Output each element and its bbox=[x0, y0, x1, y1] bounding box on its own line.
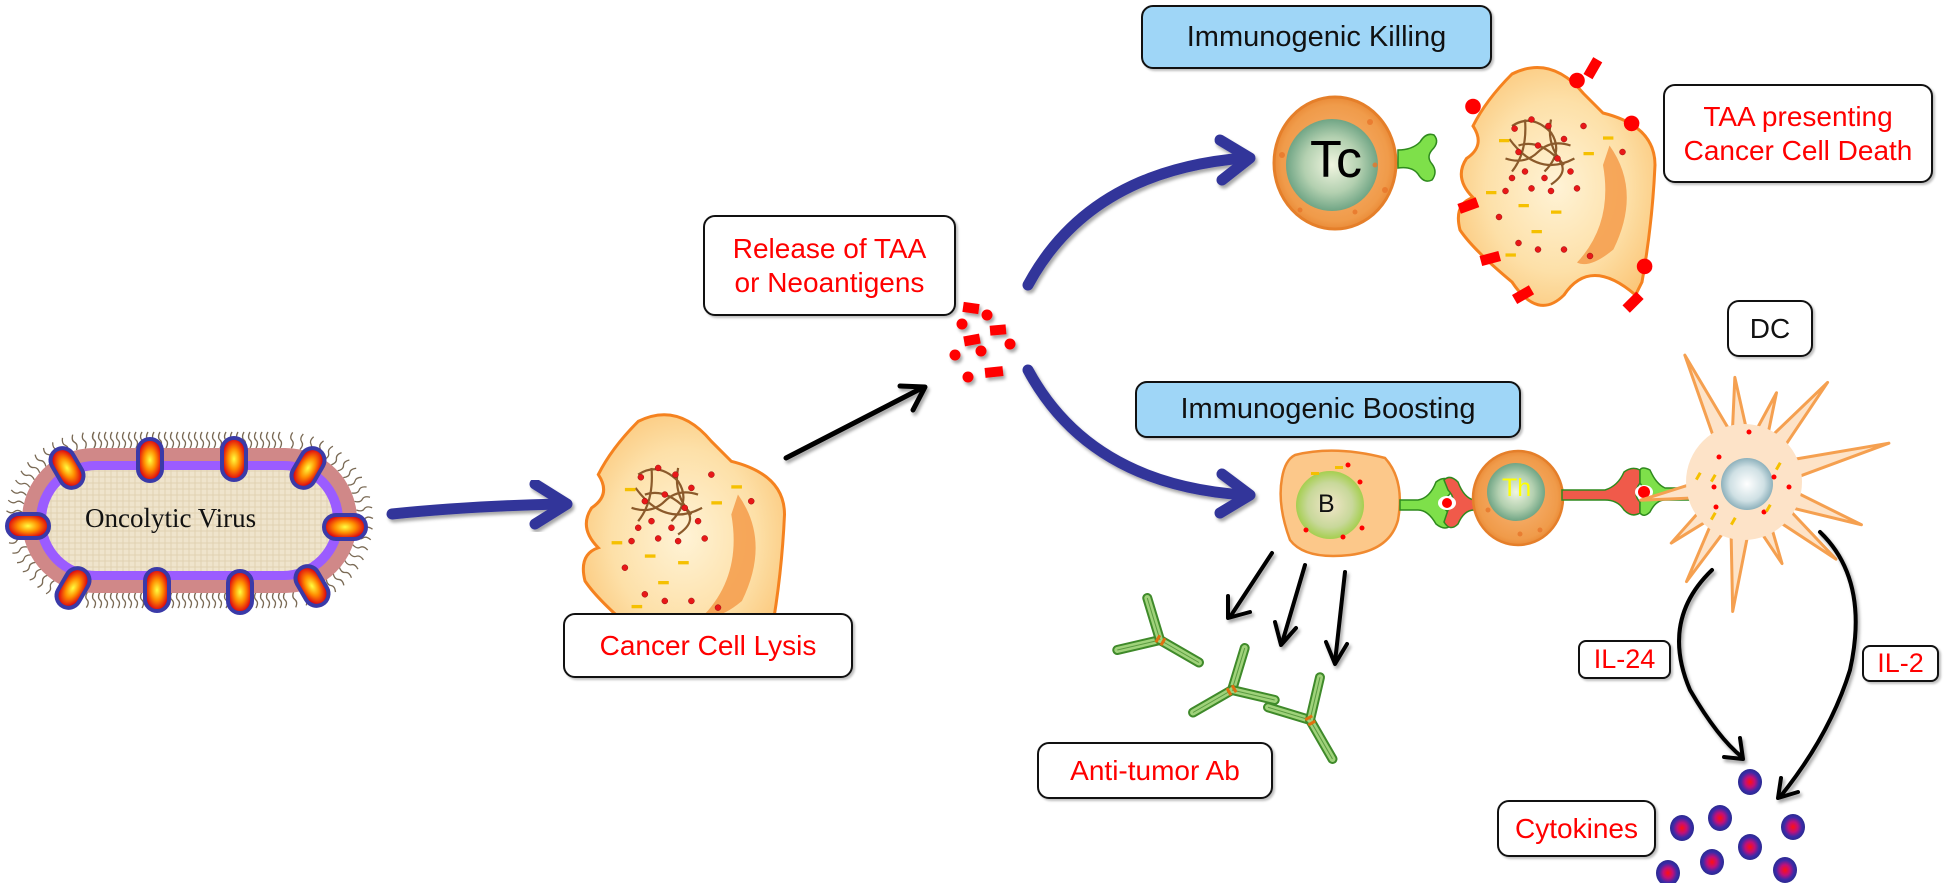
label-cancer-cell-lysis: Cancer Cell Lysis bbox=[563, 613, 853, 678]
label-anti-tumor-ab: Anti-tumor Ab bbox=[1037, 742, 1273, 799]
arrow-release-to-boosting bbox=[1022, 364, 1256, 519]
th-cell bbox=[1471, 449, 1565, 547]
virus-core bbox=[46, 470, 333, 571]
header-immunogenic-boosting: Immunogenic Boosting bbox=[1135, 381, 1521, 438]
b-th-receptor-complex bbox=[1399, 476, 1491, 529]
label-text: Release of TAA or Neoantigens bbox=[732, 233, 927, 298]
dendritic-cell bbox=[1639, 353, 1891, 614]
oncolytic-virus bbox=[5, 431, 374, 615]
cytokine-particles bbox=[1656, 769, 1805, 883]
label-text: Immunogenic Boosting bbox=[1180, 393, 1476, 426]
tc-cell bbox=[1272, 95, 1398, 231]
il24-arrow bbox=[1677, 568, 1745, 761]
label-cytokines: Cytokines bbox=[1497, 800, 1656, 857]
arrow-release-to-killing bbox=[1022, 134, 1256, 291]
label-text: DC bbox=[1749, 312, 1791, 344]
label-text: IL-2 bbox=[1877, 647, 1924, 678]
label-text: Cancer Cell Lysis bbox=[599, 629, 817, 661]
header-immunogenic-killing: Immunogenic Killing bbox=[1141, 5, 1492, 69]
arrow-lysis-to-release bbox=[783, 383, 928, 461]
tc-label: Tc bbox=[1310, 131, 1362, 189]
virus-capsomeres bbox=[5, 436, 368, 615]
label-text: Immunogenic Killing bbox=[1186, 20, 1447, 53]
tc-receptor bbox=[1397, 133, 1438, 182]
label-release-taa: Release of TAA or Neoantigens bbox=[703, 215, 956, 316]
label-taa-presenting-death: TAA presenting Cancer Cell Death bbox=[1663, 84, 1933, 183]
anti-tumor-antibodies bbox=[1112, 593, 1338, 764]
released-antigens bbox=[949, 301, 1016, 383]
label-il2: IL-2 bbox=[1862, 645, 1939, 682]
antibody-arrows bbox=[1226, 551, 1349, 666]
virus-label: Oncolytic Virus bbox=[85, 503, 257, 533]
label-text: IL-24 bbox=[1593, 643, 1656, 674]
th-cell-label: Th bbox=[1502, 474, 1532, 502]
b-cell-label: B bbox=[1318, 490, 1335, 518]
label-dc: DC bbox=[1727, 300, 1813, 357]
label-text: Anti-tumor Ab bbox=[1070, 754, 1240, 786]
arrow-virus-to-lysis bbox=[386, 478, 573, 530]
label-text: TAA presenting Cancer Cell Death bbox=[1683, 101, 1913, 166]
label-text: Cytokines bbox=[1515, 812, 1638, 844]
il2-arrow bbox=[1776, 530, 1858, 800]
b-cell bbox=[1279, 449, 1402, 558]
taa-presenting-cancer-cell bbox=[1456, 57, 1657, 313]
label-il24: IL-24 bbox=[1578, 640, 1671, 679]
